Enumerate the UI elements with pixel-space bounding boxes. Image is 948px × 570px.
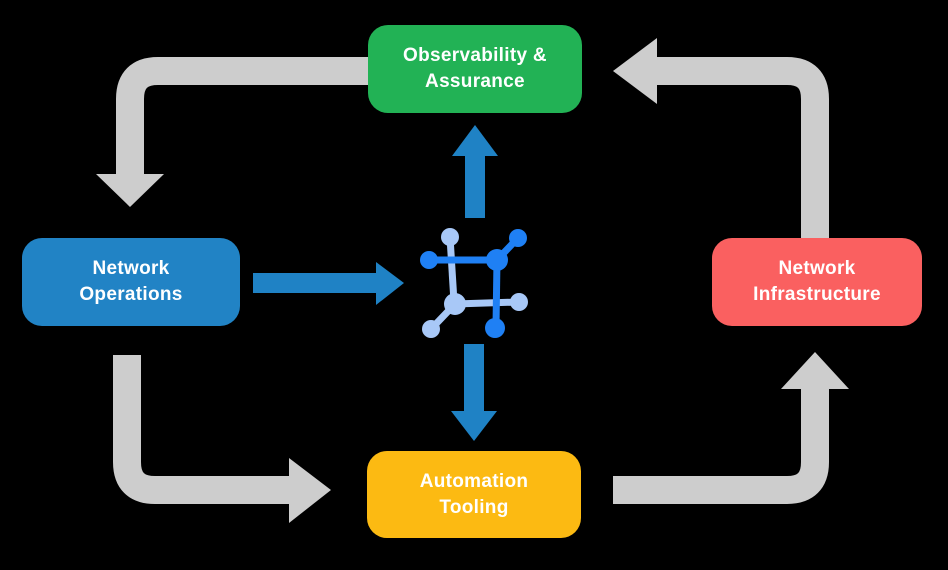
node-automation-tooling: Automation Tooling bbox=[367, 451, 581, 538]
arrow-infrastructure-to-observability bbox=[613, 38, 829, 238]
node-observability-assurance: Observability & Assurance bbox=[368, 25, 582, 113]
node-network-infrastructure-label: Network Infrastructure bbox=[753, 258, 881, 305]
arrow-observability-to-operations bbox=[96, 57, 368, 207]
arrow-operations-to-automation bbox=[113, 355, 331, 523]
network-mesh-dark-branches bbox=[420, 229, 527, 338]
arrow-center-to-observability bbox=[452, 125, 498, 218]
node-automation-tooling-label: Automation Tooling bbox=[419, 470, 529, 518]
network-mesh-light-branches bbox=[422, 228, 528, 338]
node-network-operations: Network Operations bbox=[22, 238, 240, 326]
node-network-infrastructure: Network Infrastructure bbox=[712, 238, 922, 326]
arrow-operations-to-center bbox=[253, 262, 404, 305]
arrow-center-to-automation bbox=[451, 344, 497, 441]
network-mesh-icon bbox=[420, 228, 528, 338]
node-network-operations-label: Network Operations bbox=[79, 258, 183, 305]
arrow-automation-to-infrastructure bbox=[613, 352, 849, 504]
node-observability-assurance-label: Observability & Assurance bbox=[403, 45, 547, 92]
